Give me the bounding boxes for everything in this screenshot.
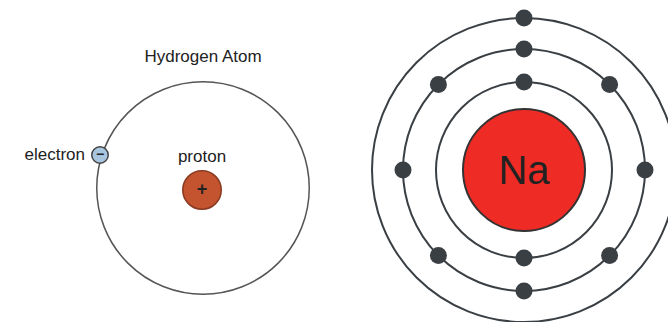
electron-dot — [601, 76, 618, 93]
electron-dot — [430, 247, 447, 264]
electron-shell — [372, 18, 668, 322]
sodium-nucleus: Na — [462, 108, 586, 232]
particle-label: electron — [25, 146, 85, 165]
electron-circle: electron− — [91, 146, 109, 164]
electron-dot — [516, 10, 533, 27]
electron-shell — [436, 82, 612, 258]
electron-dot — [601, 247, 618, 264]
electron-dot — [516, 74, 533, 91]
electron-dot — [516, 41, 533, 58]
proton-circle: proton+ — [182, 170, 222, 210]
charge-sign: + — [197, 180, 208, 200]
electron-circle — [92, 147, 109, 164]
electron-dot — [395, 162, 412, 179]
hydrogen-orbit: proton+Hydrogen Atom — [96, 81, 310, 295]
electron-dot — [430, 76, 447, 93]
hydrogen-orbit — [97, 82, 310, 295]
atom-heading: Hydrogen Atom — [144, 48, 261, 67]
electron-shell — [403, 49, 645, 291]
electron-dot — [516, 283, 533, 300]
charge-sign: − — [96, 147, 104, 162]
particle-label: proton — [178, 148, 226, 167]
electron-dot — [637, 162, 654, 179]
sodium-nucleus — [463, 109, 585, 231]
proton-circle — [183, 171, 222, 210]
electron-dot — [516, 250, 533, 267]
element-symbol: Na — [498, 148, 549, 192]
